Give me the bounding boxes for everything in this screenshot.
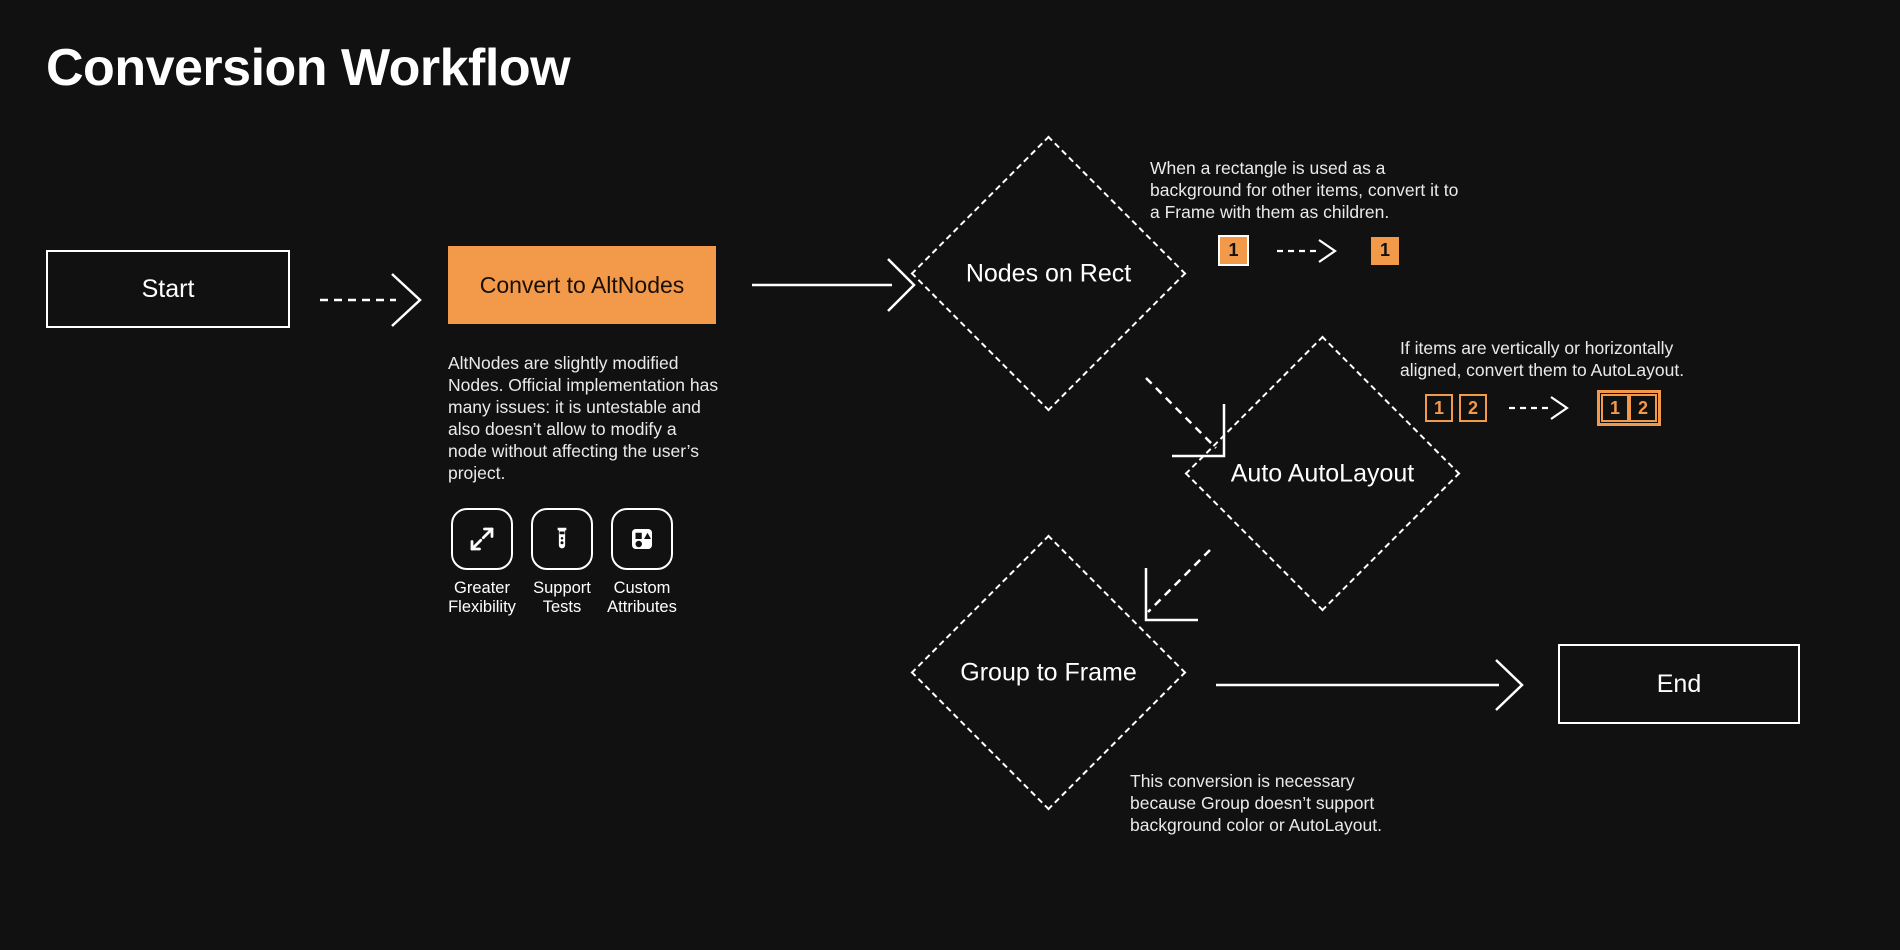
edge-auto-autolayout-to-group-to-frame bbox=[1144, 549, 1211, 622]
badge-before-1: 1 bbox=[1425, 394, 1453, 422]
note-auto-autolayout: If items are vertically or horizontally … bbox=[1400, 338, 1685, 380]
note-nodes-on-rect: When a rectangle is used as a background… bbox=[1150, 158, 1459, 222]
note-altnodes: AltNodes are slightly modified Nodes. Of… bbox=[448, 353, 719, 483]
feature-label: Custom Attributes bbox=[607, 579, 677, 616]
feature-custom-attributes[interactable]: Custom Attributes bbox=[607, 508, 677, 617]
test-tube-icon bbox=[531, 508, 593, 570]
node-end[interactable]: End bbox=[1558, 644, 1800, 724]
node-convert-to-altnodes[interactable]: Convert to AltNodes bbox=[448, 246, 716, 324]
edge-group-to-frame-to-end bbox=[1216, 659, 1524, 711]
illustration-nodes-on-rect: 1 1 bbox=[1218, 235, 1399, 266]
edge-nodes-on-rect-to-auto-autolayout bbox=[1145, 377, 1226, 458]
node-group-to-frame-label: Group to Frame bbox=[960, 658, 1137, 686]
feature-greater-flexibility[interactable]: Greater Flexibility bbox=[448, 508, 516, 617]
page-title: Conversion Workflow bbox=[46, 39, 571, 97]
feature-label: Greater Flexibility bbox=[448, 579, 516, 616]
node-nodes-on-rect[interactable]: Nodes on Rect bbox=[910, 135, 1187, 412]
expand-arrows-icon bbox=[451, 508, 513, 570]
feature-list: Greater Flexibility Support Tests bbox=[448, 508, 677, 617]
note-group-to-frame: This conversion is necessary because Gro… bbox=[1130, 771, 1382, 835]
feature-label: Support Tests bbox=[533, 579, 591, 616]
illustration-auto-autolayout: 1 2 1 2 bbox=[1425, 390, 1661, 426]
node-auto-autolayout[interactable]: Auto AutoLayout bbox=[1184, 335, 1461, 612]
badge-before-1: 1 bbox=[1218, 235, 1249, 266]
edge-convert-to-nodes-on-rect bbox=[752, 258, 916, 312]
node-start[interactable]: Start bbox=[46, 250, 290, 328]
badge-after-2: 2 bbox=[1629, 394, 1657, 422]
dashed-arrow-icon bbox=[1277, 238, 1337, 263]
node-group-to-frame[interactable]: Group to Frame bbox=[910, 534, 1187, 811]
node-nodes-on-rect-label: Nodes on Rect bbox=[965, 259, 1132, 287]
shapes-icon bbox=[611, 508, 673, 570]
badge-group-after: 1 2 bbox=[1597, 390, 1661, 426]
node-auto-autolayout-label: Auto AutoLayout bbox=[1230, 459, 1415, 487]
badge-after-1: 1 bbox=[1601, 394, 1629, 422]
node-end-label: End bbox=[1656, 669, 1702, 698]
badge-after-1: 1 bbox=[1371, 236, 1399, 265]
feature-support-tests[interactable]: Support Tests bbox=[530, 508, 594, 617]
dashed-arrow-icon bbox=[1509, 396, 1569, 420]
edge-start-to-convert bbox=[320, 273, 422, 327]
node-convert-label: Convert to AltNodes bbox=[479, 271, 685, 298]
node-start-label: Start bbox=[141, 274, 195, 303]
badge-before-2: 2 bbox=[1459, 394, 1487, 422]
